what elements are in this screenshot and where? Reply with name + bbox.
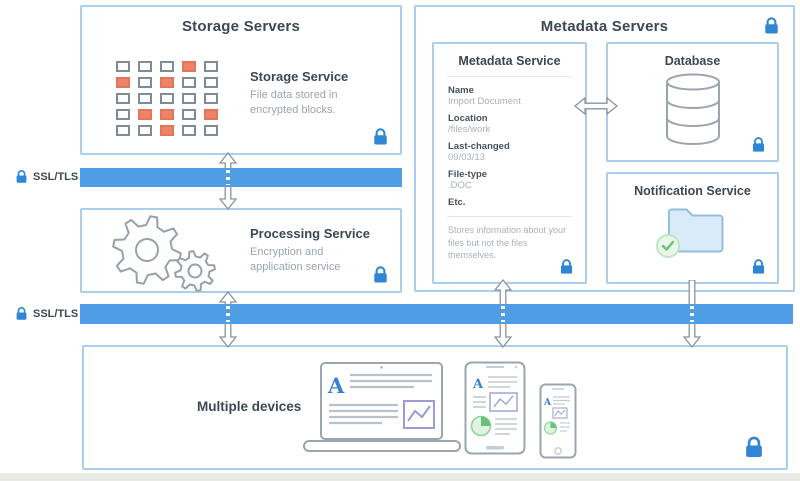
metadata-service-title: Metadata Service xyxy=(458,54,561,68)
lock-icon xyxy=(14,306,29,321)
block-cell xyxy=(182,93,196,104)
block-cell xyxy=(116,93,130,104)
block-cell-filled xyxy=(204,109,218,120)
metadata-field-label: Last-changed xyxy=(448,141,510,152)
block-cell xyxy=(138,93,152,104)
block-cell xyxy=(138,61,152,72)
block-cell-filled xyxy=(160,109,174,120)
ssl-tls-label-top: SSL/TLS xyxy=(14,169,78,184)
gears-icon xyxy=(112,215,216,292)
metadata-field-label: Location xyxy=(448,113,488,124)
laptop-icon: A xyxy=(303,362,461,452)
processing-service-box: Processing Service Encryption and applic… xyxy=(80,208,402,293)
processing-service-title: Processing Service xyxy=(250,226,370,241)
bar-crossing-dash xyxy=(501,306,505,322)
storage-service-title: Storage Service xyxy=(250,69,349,84)
divider xyxy=(447,76,572,77)
lock-icon xyxy=(742,435,766,459)
folder-check-icon xyxy=(655,208,723,258)
page-bottom-edge xyxy=(0,473,800,481)
ssl-tls-bar-top xyxy=(80,168,402,187)
block-cell xyxy=(116,61,130,72)
database-title: Database xyxy=(664,54,721,68)
processing-service-desc: Encryption and application service xyxy=(250,246,341,273)
block-cell xyxy=(138,125,152,136)
block-cell xyxy=(160,61,174,72)
ssl-tls-bar-bottom xyxy=(80,304,793,324)
multiple-devices-box: Multiple devices A A xyxy=(82,345,788,470)
lock-icon xyxy=(371,127,390,146)
block-cell-filled xyxy=(138,109,152,120)
metadata-field-label: File-type xyxy=(448,169,488,180)
storage-servers-box: Storage Servers Storage Service File dat… xyxy=(80,5,402,155)
bar-crossing-dash xyxy=(690,306,694,322)
block-cell xyxy=(182,109,196,120)
lock-icon xyxy=(750,136,767,153)
block-cell xyxy=(182,77,196,88)
database-icon xyxy=(665,73,720,145)
metadata-field-value: .DOC xyxy=(448,180,472,191)
arrow-metadata-database xyxy=(574,96,618,116)
metadata-note: Stores information about your files but … xyxy=(448,225,567,261)
bar-crossing-dash xyxy=(226,170,230,185)
block-cell xyxy=(204,77,218,88)
block-cell xyxy=(204,93,218,104)
metadata-field-value: /files/work xyxy=(448,124,491,135)
block-cell-filled xyxy=(116,77,130,88)
bar-crossing-dash xyxy=(226,306,230,322)
block-cell-filled xyxy=(160,77,174,88)
block-cell xyxy=(182,125,196,136)
multiple-devices-label: Multiple devices xyxy=(197,399,302,414)
lock-icon xyxy=(762,16,781,35)
document-letter: A xyxy=(543,398,552,408)
document-letter: A xyxy=(327,373,345,398)
block-cell-filled xyxy=(160,125,174,136)
metadata-servers-title: Metadata Servers xyxy=(540,18,669,35)
storage-service-desc: File data stored in encrypted blocks. xyxy=(250,89,338,116)
lock-icon xyxy=(750,258,767,275)
lock-icon xyxy=(14,169,29,184)
metadata-field-value: Import Document xyxy=(448,96,521,107)
lock-icon xyxy=(371,265,390,284)
metadata-field-label: Name xyxy=(448,85,474,96)
metadata-field-label: Etc. xyxy=(448,197,466,208)
notification-service-box: Notification Service xyxy=(606,172,779,284)
block-cell xyxy=(204,61,218,72)
document-letter: A xyxy=(472,377,484,392)
phone-icon: A xyxy=(539,383,577,459)
block-cell xyxy=(160,93,174,104)
encrypted-blocks-icon xyxy=(116,61,218,136)
lock-icon xyxy=(558,258,575,275)
tablet-icon: A xyxy=(464,361,526,455)
block-cell xyxy=(116,109,130,120)
block-cell xyxy=(138,77,152,88)
database-box: Database xyxy=(606,42,779,162)
ssl-tls-label-bottom: SSL/TLS xyxy=(14,306,78,321)
ssl-tls-text: SSL/TLS xyxy=(33,307,79,320)
divider xyxy=(447,216,572,217)
storage-servers-title: Storage Servers xyxy=(181,18,301,35)
block-cell xyxy=(116,125,130,136)
ssl-tls-text: SSL/TLS xyxy=(33,170,79,183)
metadata-field-value: 09/03/13 xyxy=(448,152,485,163)
notification-service-title: Notification Service xyxy=(634,184,751,198)
block-cell-filled xyxy=(182,61,196,72)
block-cell xyxy=(204,125,218,136)
